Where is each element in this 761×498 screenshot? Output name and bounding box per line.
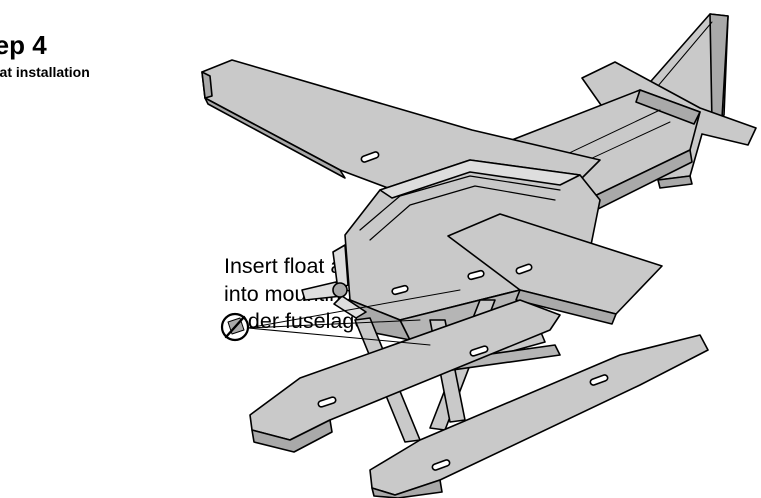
main-wing-right <box>447 213 663 325</box>
step-subtitle: oat installation <box>0 64 90 80</box>
propeller <box>301 244 367 319</box>
float-left <box>249 299 561 453</box>
step-title: tep 4 <box>0 30 47 60</box>
leader-lines <box>247 289 461 346</box>
no-glue-icon <box>220 312 250 342</box>
float-right <box>369 334 709 498</box>
